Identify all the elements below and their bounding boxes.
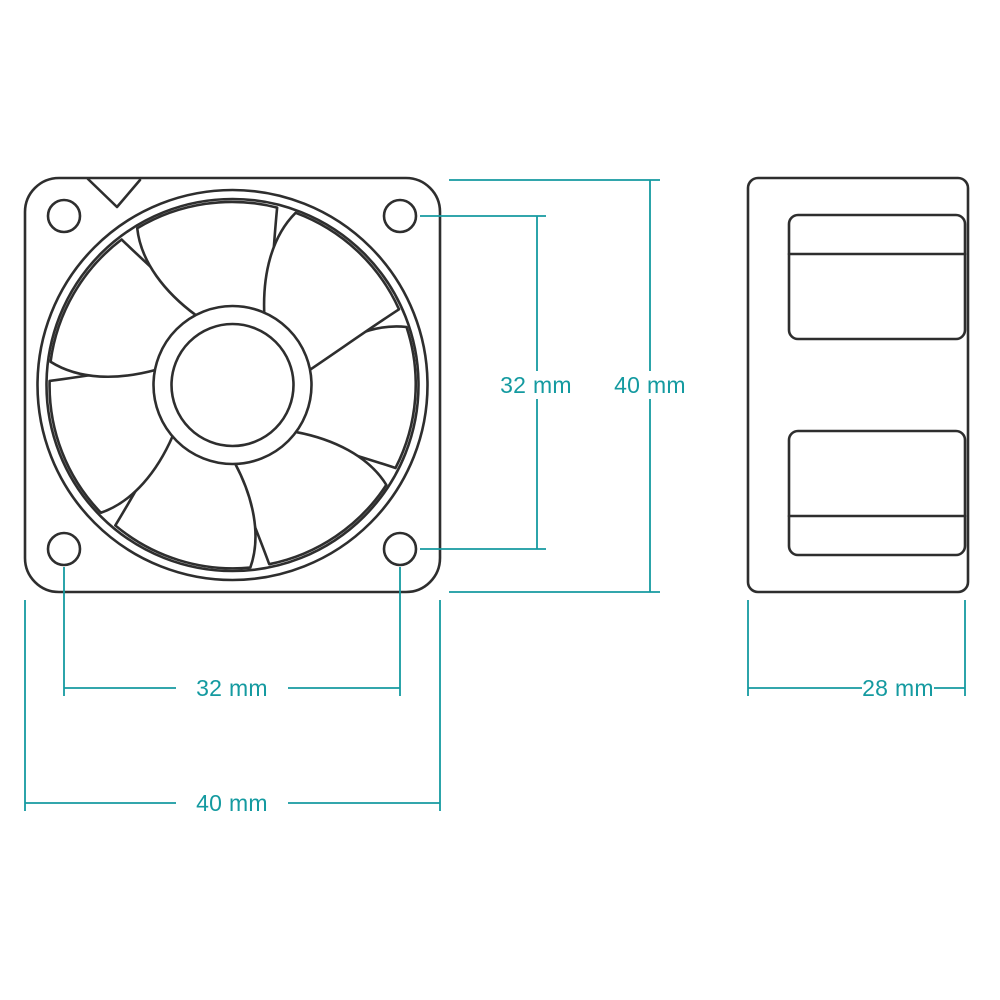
fan-front-view	[23, 176, 442, 594]
dim-frame-height	[449, 179, 660, 593]
fan-hub-outer	[152, 304, 313, 466]
side-view-top-recess	[787, 213, 967, 341]
dim-frame-width	[24, 600, 441, 811]
dimension-label-frame-height: 40 mm	[614, 372, 686, 398]
side-view-bottom-recess	[787, 429, 967, 557]
mounting-hole-top-left	[46, 198, 82, 234]
dim-hole-spacing-vertical	[420, 215, 546, 550]
mounting-hole-bottom-right	[382, 531, 418, 567]
dimension-label-hole-spacing-horizontal: 32 mm	[196, 675, 268, 701]
dimension-label-hole-spacing-vertical: 32 mm	[500, 372, 572, 398]
dimension-label-depth: 28 mm	[862, 675, 934, 701]
fan-opening-inner-ring	[45, 197, 420, 573]
fan-outer-frame	[23, 176, 442, 594]
side-view-body	[746, 176, 970, 594]
dimension-labels: 32 mm 40 mm 32 mm 40 mm 28 mm	[196, 372, 934, 816]
fan-hub-inner	[170, 322, 295, 448]
fan-opening-outer-ring	[36, 188, 429, 582]
mounting-hole-top-right	[382, 198, 418, 234]
mounting-hole-bottom-left	[46, 531, 82, 567]
frame-cable-notch	[86, 177, 142, 209]
dim-depth	[747, 600, 966, 696]
fan-side-view	[746, 176, 970, 594]
dimension-lines	[24, 179, 966, 811]
dimension-label-frame-width: 40 mm	[196, 790, 268, 816]
linework	[23, 176, 970, 594]
dim-hole-spacing-horizontal	[63, 567, 401, 696]
